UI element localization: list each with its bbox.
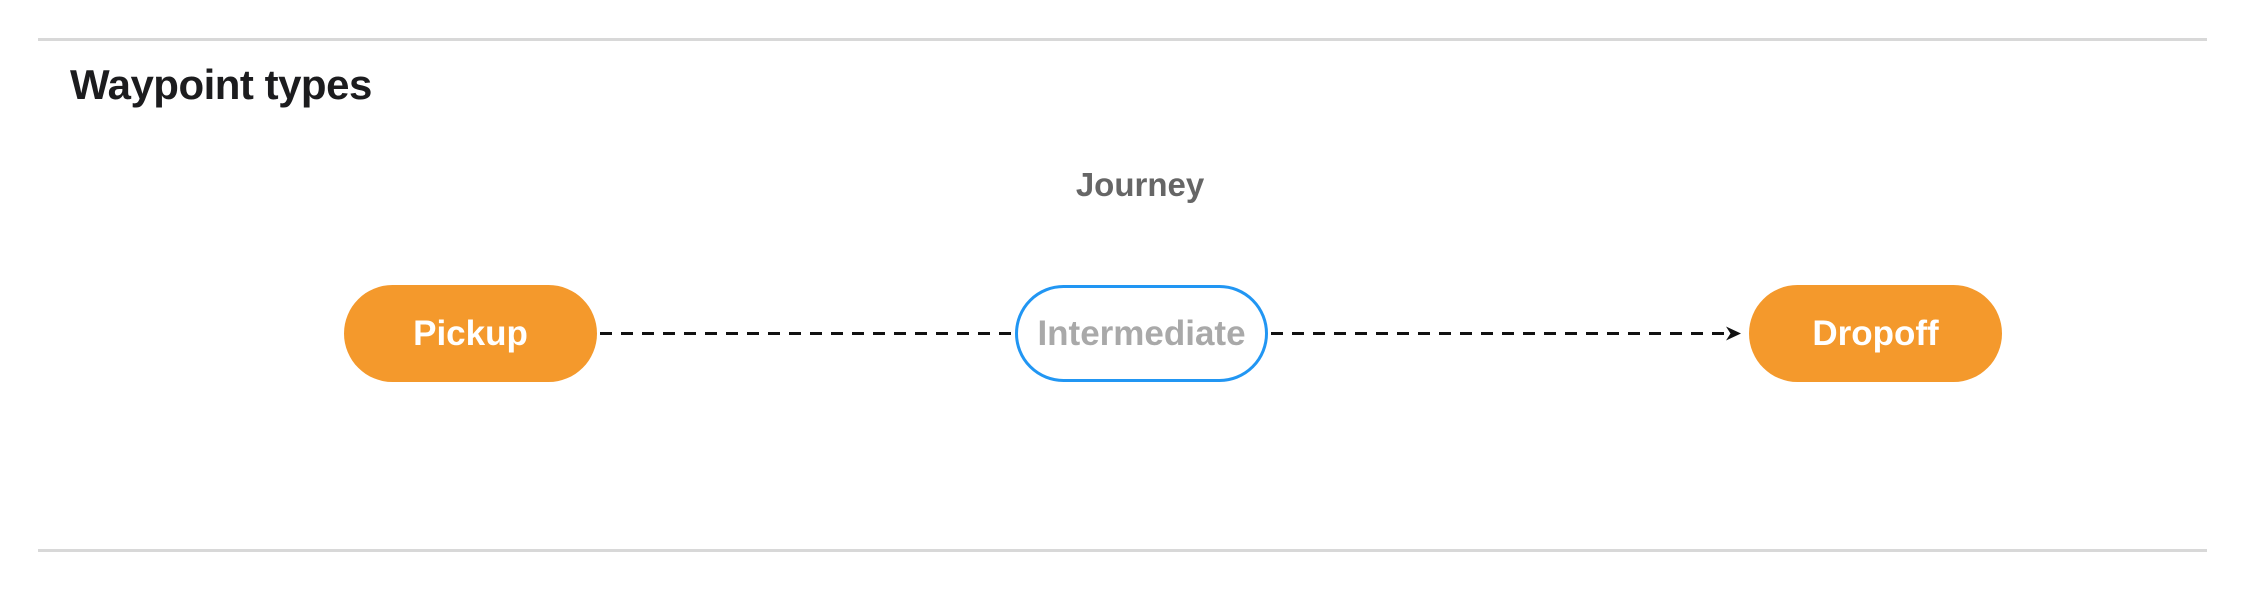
bottom-divider	[38, 549, 2207, 552]
node-intermediate: Intermediate	[1015, 285, 1268, 382]
top-divider	[38, 38, 2207, 41]
node-pickup-label: Pickup	[413, 313, 528, 353]
node-row: Pickup Intermediate Dropoff	[344, 285, 2002, 382]
node-dropoff: Dropoff	[1749, 285, 2002, 382]
node-dropoff-label: Dropoff	[1812, 313, 1939, 353]
diagram-title: Journey	[1075, 166, 1205, 203]
node-pickup: Pickup	[344, 285, 597, 382]
node-intermediate-label: Intermediate	[1037, 313, 1246, 353]
page-title: Waypoint types	[70, 61, 372, 108]
connector-lines	[600, 326, 1741, 341]
